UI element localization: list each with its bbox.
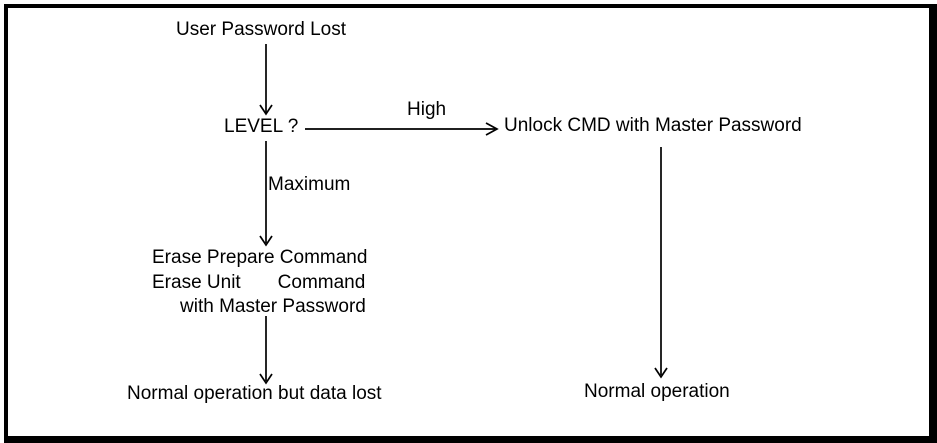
- edge-label-high: High: [407, 99, 447, 120]
- arrowhead-down-icon: [259, 104, 273, 116]
- edge-label-maximum: Maximum: [268, 174, 351, 195]
- arrowhead-right-icon: [485, 122, 499, 136]
- node-start-label: User Password Lost: [176, 19, 347, 40]
- node-erase-line2: Erase Unit Command: [152, 272, 366, 293]
- edge-erase-to-outcome-data-lost: [259, 316, 273, 385]
- arrowhead-down-icon: [259, 373, 273, 385]
- edge-unlock-to-outcome-normal: [654, 147, 668, 379]
- node-erase-line1: Erase Prepare Command: [152, 247, 368, 268]
- edge-decision-to-erase: [259, 141, 273, 247]
- node-unlock-label: Unlock CMD with Master Password: [504, 115, 802, 136]
- node-outcome-normal-label: Normal operation: [584, 381, 730, 402]
- node-outcome-data-lost-label: Normal operation but data lost: [127, 383, 382, 404]
- edge-decision-to-unlock: [305, 122, 499, 136]
- node-decision-label: LEVEL ?: [224, 116, 299, 137]
- arrowhead-down-icon: [654, 367, 668, 379]
- node-erase-line3: with Master Password: [180, 296, 366, 317]
- edge-start-to-decision: [259, 44, 273, 116]
- arrowhead-down-icon: [259, 235, 273, 247]
